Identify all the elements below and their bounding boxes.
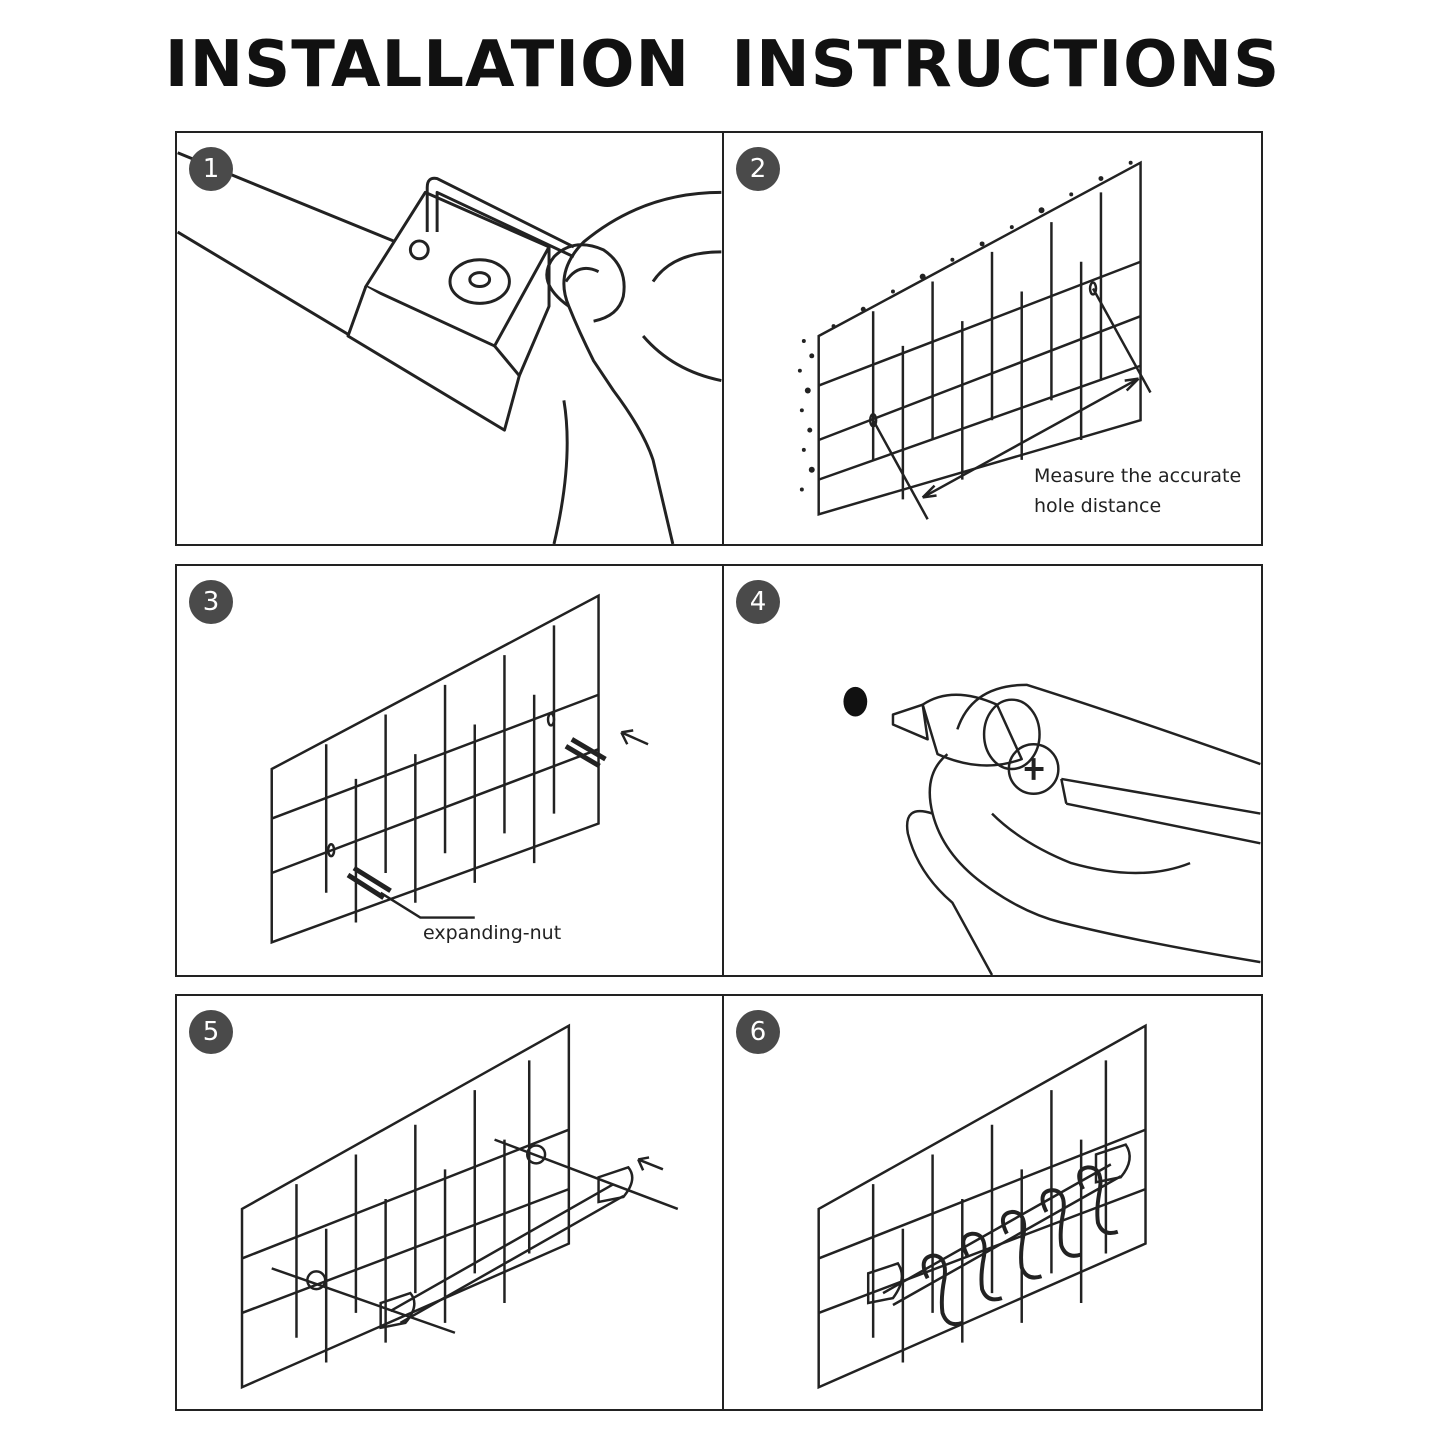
step-4-panel: 4 bbox=[722, 564, 1263, 977]
step-2-caption-line-1: Measure the accurate bbox=[1034, 461, 1241, 491]
step-2-caption-line-2: hole distance bbox=[1034, 491, 1241, 521]
step-5-panel: 5 bbox=[175, 994, 724, 1411]
step-2-badge: 2 bbox=[736, 147, 780, 191]
step-1-panel: 1 bbox=[175, 131, 724, 546]
step-3-caption: expanding-nut bbox=[423, 918, 561, 948]
step-2-caption: Measure the accurate hole distance bbox=[1034, 461, 1241, 521]
step-3-panel: 3 expanding-nut bbox=[175, 564, 724, 977]
bracket-hex-key-illustration bbox=[177, 133, 722, 544]
page-title: INSTALLATION INSTRUCTIONS bbox=[0, 28, 1445, 102]
tile-wall-rod-hooks-illustration bbox=[724, 996, 1261, 1409]
step-2-panel: 2 Measu bbox=[722, 131, 1263, 546]
step-6-badge: 6 bbox=[736, 1010, 780, 1054]
tile-wall-expanding-nut-illustration bbox=[177, 566, 722, 975]
step-3-badge: 3 bbox=[189, 580, 233, 624]
tile-wall-rod-mount-illustration bbox=[177, 996, 722, 1409]
step-1-badge: 1 bbox=[189, 147, 233, 191]
step-4-badge: 4 bbox=[736, 580, 780, 624]
instruction-grid: 1 2 bbox=[175, 131, 1263, 1411]
step-5-badge: 5 bbox=[189, 1010, 233, 1054]
step-6-panel: 6 bbox=[722, 994, 1263, 1411]
screw-screwdriver-illustration bbox=[724, 566, 1261, 975]
